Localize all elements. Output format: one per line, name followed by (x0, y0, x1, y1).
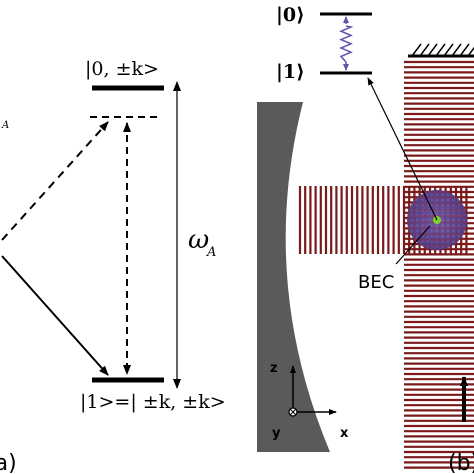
panel-a-label: (a) (0, 451, 17, 474)
bec-label: BEC (358, 272, 394, 293)
panel-b: |0⟩ |1⟩ BEC z x y (257, 4, 474, 474)
coupling-spring (339, 25, 354, 63)
omega-subscript: A (206, 245, 216, 260)
z-axis-label: z (270, 361, 278, 376)
lower-level-label: |1>=| ±k, ±k> (80, 391, 226, 413)
hatch-stroke (451, 43, 462, 57)
bec-to-atom-arrow (367, 77, 438, 221)
x-axis-label: x (340, 426, 349, 441)
y-axis-label: y (272, 426, 281, 441)
hatch-stroke (419, 43, 430, 57)
ket-1-label: |1⟩ (276, 61, 305, 83)
support-hatching (411, 43, 474, 57)
emission-solid-arrow (1, 255, 109, 376)
cavity-mirror (257, 102, 330, 452)
omega-symbol: ω (188, 225, 209, 255)
hatch-stroke (467, 46, 474, 57)
hatch-stroke (411, 43, 422, 57)
panel-a: |0, ±k> |1>=| ±k, ±k> A ω A (a) (0, 58, 226, 474)
hatch-stroke (435, 43, 446, 57)
bec-lattice (407, 190, 467, 250)
y-axis-cross-2 (290, 409, 296, 415)
bec-pointer (395, 225, 431, 265)
hatch-stroke (459, 43, 470, 57)
panel-b-label: (b) (448, 451, 474, 474)
pump-dashed-arrow (1, 121, 109, 241)
hatch-stroke (443, 43, 454, 57)
upper-level-label: |0, ±k> (85, 58, 159, 80)
edge-subscript: A (1, 120, 9, 131)
hatch-stroke (427, 43, 438, 57)
ket-0-label: |0⟩ (276, 4, 305, 26)
